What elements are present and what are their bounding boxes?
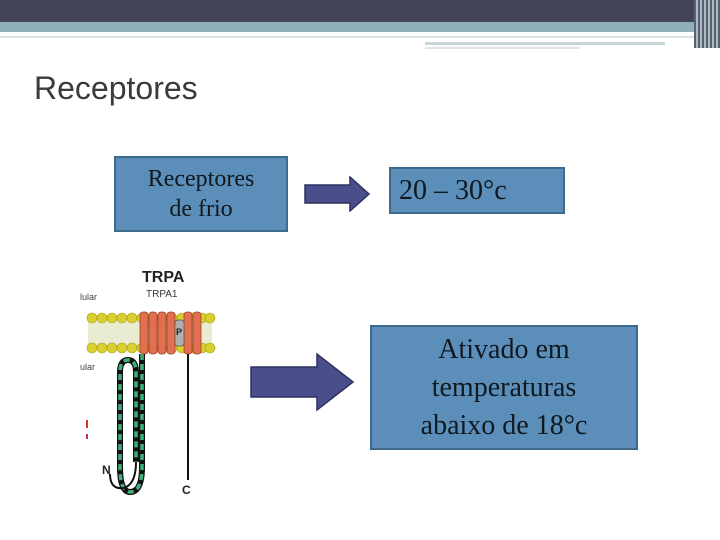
topbar-dark [0,0,720,22]
arrow-right-icon [304,176,370,212]
diagram-label-n: N [102,463,111,477]
temperature-range-box: 20 – 30°c [389,167,565,214]
arrow-right-icon [250,352,355,412]
diagram-label-mid-left: ular [80,362,95,372]
diagram-label-p: P [176,327,182,337]
topbar-accent-line [425,42,665,45]
diagram-heading: TRPA [142,269,185,286]
transmembrane-helices [139,311,202,355]
topbar-teal [0,22,720,32]
slide-title: Receptores [34,70,198,106]
activation-line3: abaixo de 18°c [420,409,588,441]
diagram-label-c: C [182,483,191,497]
temperature-range-text: 20 – 30°c [399,174,507,206]
pore-loop: P [174,319,185,347]
cold-receptors-line1: Receptores [147,166,255,192]
cold-receptors-line2: de frio [169,196,233,222]
topbar-accent-line [425,47,580,49]
activation-line1: Ativado em [438,333,570,365]
diagram-subheading: TRPA1 [146,289,178,300]
trpa1-diagram: TRPA TRPA1 lular ular P N C [80,269,216,497]
side-mark [86,434,88,439]
corner-stripes [694,0,720,48]
topbar-line [0,36,720,38]
diagram-label-top-left: lular [80,292,97,302]
activation-line2: temperaturas [431,371,577,403]
ankyrin-repeat-tail [109,354,145,496]
activation-box: Ativado em temperaturas abaixo de 18°c [370,325,638,450]
side-mark [86,420,88,428]
cold-receptors-box: Receptores de frio [114,156,288,232]
